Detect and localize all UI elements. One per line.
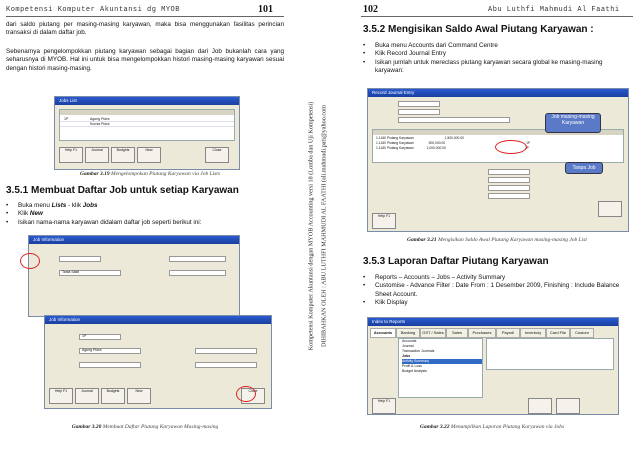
list-item: Buka menu Lists - klik Jobs (6, 202, 284, 211)
tab-banking[interactable]: Banking (396, 328, 420, 338)
left-page-number: 101 (258, 4, 273, 15)
job-name-field[interactable]: Tania Sakti (59, 270, 121, 276)
new-button[interactable]: New (127, 388, 151, 404)
list-item[interactable]: Transaction Journals (402, 349, 435, 353)
job-number-field[interactable]: 1P (79, 334, 121, 340)
job-info-window-back: Job Information Tania Sakti (28, 235, 240, 317)
highlight-circle (236, 386, 256, 402)
help-button[interactable]: Help F1 (49, 388, 73, 404)
spine-title: Kompetensi Komputer Akuntansi dengan MYO… (307, 101, 314, 351)
figure-caption: Gambar 3.22 Menampilkan Laporan Piutang … (419, 424, 565, 430)
list-item[interactable]: 1P (64, 117, 69, 121)
tab-sales[interactable]: Sales (446, 328, 468, 338)
entry-number-field[interactable] (398, 101, 440, 107)
tab-card-file[interactable]: Card File (546, 328, 570, 338)
display-button[interactable] (556, 398, 580, 414)
record-journal-window: Record Journal Entry 1-1160 Piutang Kary… (367, 88, 629, 232)
list-item: Klik Record Journal Entry (363, 50, 628, 59)
tab-payroll[interactable]: Payroll (496, 328, 520, 338)
report-description (486, 338, 614, 370)
section-title: 3.5.3 Laporan Daftar Piutang Karyawan (363, 256, 549, 267)
list-item: Customise - Advance Filter : Date From :… (363, 282, 628, 299)
list-item: Isikan jumlah untuk mereclass piutang ka… (363, 59, 628, 76)
job-info-window-front: Job Information 1P Agung Putra Help F1 J… (44, 315, 272, 409)
steps-list: Buka menu Lists - klik Jobs Klik New Isi… (6, 202, 284, 227)
spine: Kompetensi Komputer Akuntansi dengan MYO… (300, 0, 333, 452)
report-list[interactable]: Accounts Journal Transaction Journals Jo… (398, 338, 483, 398)
jobs-list-window: Jobs List 1P Agung Putra Kurnia Putra He… (54, 96, 240, 170)
index-to-reports-window: Index to Reports Accounts Banking GST / … (367, 317, 619, 415)
section-title: 3.5.1 Membuat Daftar Job untuk setiap Ka… (6, 185, 239, 196)
section-title: 3.5.2 Mengisikan Saldo Awal Piutang Kary… (363, 24, 594, 35)
figure-caption: Gambar 3.21 Mengisikan Saldo Awal Piutan… (407, 237, 587, 243)
list-item: Klik Display (363, 299, 628, 308)
close-button[interactable]: Close (205, 147, 229, 163)
tab-custom[interactable]: Custom (570, 328, 594, 338)
budgets-button[interactable]: Budgets (111, 147, 135, 163)
jobs-list-grid[interactable]: 1P Agung Putra Kurnia Putra (59, 109, 235, 141)
header-rule (361, 16, 633, 17)
help-button[interactable]: Help F1 (59, 147, 83, 163)
right-page: 102 Abu Luthfi Mahmudi Al Faathi 3.5.2 M… (333, 0, 638, 452)
list-item[interactable]: Budget Analysis (402, 369, 427, 373)
budgets-button[interactable]: Budgets (101, 388, 125, 404)
right-page-number: 102 (363, 4, 378, 15)
window-title: Jobs List (55, 97, 239, 105)
memo-field[interactable] (398, 117, 510, 123)
new-button[interactable]: New (137, 147, 161, 163)
tab-purchases[interactable]: Purchases (468, 328, 496, 338)
date-field[interactable] (398, 109, 440, 115)
highlight-circle (495, 140, 527, 154)
job-number-field[interactable] (59, 256, 101, 262)
list-item: Reports – Accounts – Jobs – Activity Sum… (363, 274, 628, 283)
callout-job-per-employee: Job masing-masing Karyawan (545, 113, 601, 133)
list-item[interactable]: Activity Summary (402, 359, 482, 364)
report-steps-list: Reports – Accounts – Jobs – Activity Sum… (363, 274, 628, 307)
list-item[interactable]: Accounts (402, 339, 417, 343)
help-button[interactable]: Help F1 (372, 398, 396, 414)
tab-gst[interactable]: GST / Sales Tax (420, 328, 446, 343)
body-paragraph: Sebenarnya pengelompokkan piutang karyaw… (6, 48, 284, 72)
steps-list: Buka menu Accounts dari Command Centre K… (363, 42, 628, 75)
spine-author: DIHIBAHKAN OLEH : ABU LUTHFI MAHMUDI AL … (320, 105, 327, 347)
list-item[interactable]: Profit & Loss (402, 364, 422, 368)
customise-button[interactable] (528, 398, 552, 414)
tab-accounts[interactable]: Accounts (370, 328, 396, 338)
right-running-header: Abu Luthfi Mahmudi Al Faathi (488, 6, 620, 14)
intro-paragraph: dari saldo piutang per masing-masing kar… (6, 21, 284, 37)
highlight-circle (20, 253, 40, 269)
figure-caption: Gambar 3.20 Membuat Daftar Piutang Karya… (71, 424, 219, 430)
journal-button[interactable]: Journal (85, 147, 109, 163)
left-page: Kompetensi Komputer Akuntansi dg MYOB 10… (0, 0, 300, 452)
job-name-field[interactable]: Agung Putra (79, 348, 141, 354)
list-item: Isikan nama-nama karyawan didalam daftar… (6, 219, 284, 228)
journal-button[interactable]: Journal (75, 388, 99, 404)
list-item: Klik New (6, 210, 284, 219)
record-button[interactable] (598, 201, 622, 217)
list-item[interactable]: Agung Putra (90, 117, 110, 121)
list-item: Buka menu Accounts dari Command Centre (363, 42, 628, 51)
left-running-header: Kompetensi Komputer Akuntansi dg MYOB (6, 6, 180, 14)
header-rule (6, 16, 284, 17)
callout-no-job: Tanpa Job (565, 162, 603, 174)
list-item[interactable]: Journal (402, 344, 414, 348)
tab-inventory[interactable]: Inventory (520, 328, 546, 338)
figure-caption: Gambar 3.19 Mengelompokan Piutang Karyaw… (80, 171, 220, 177)
help-button[interactable]: Help F1 (372, 213, 396, 229)
list-item[interactable]: Kurnia Putra (90, 122, 110, 126)
list-item[interactable]: Jobs (402, 354, 411, 358)
